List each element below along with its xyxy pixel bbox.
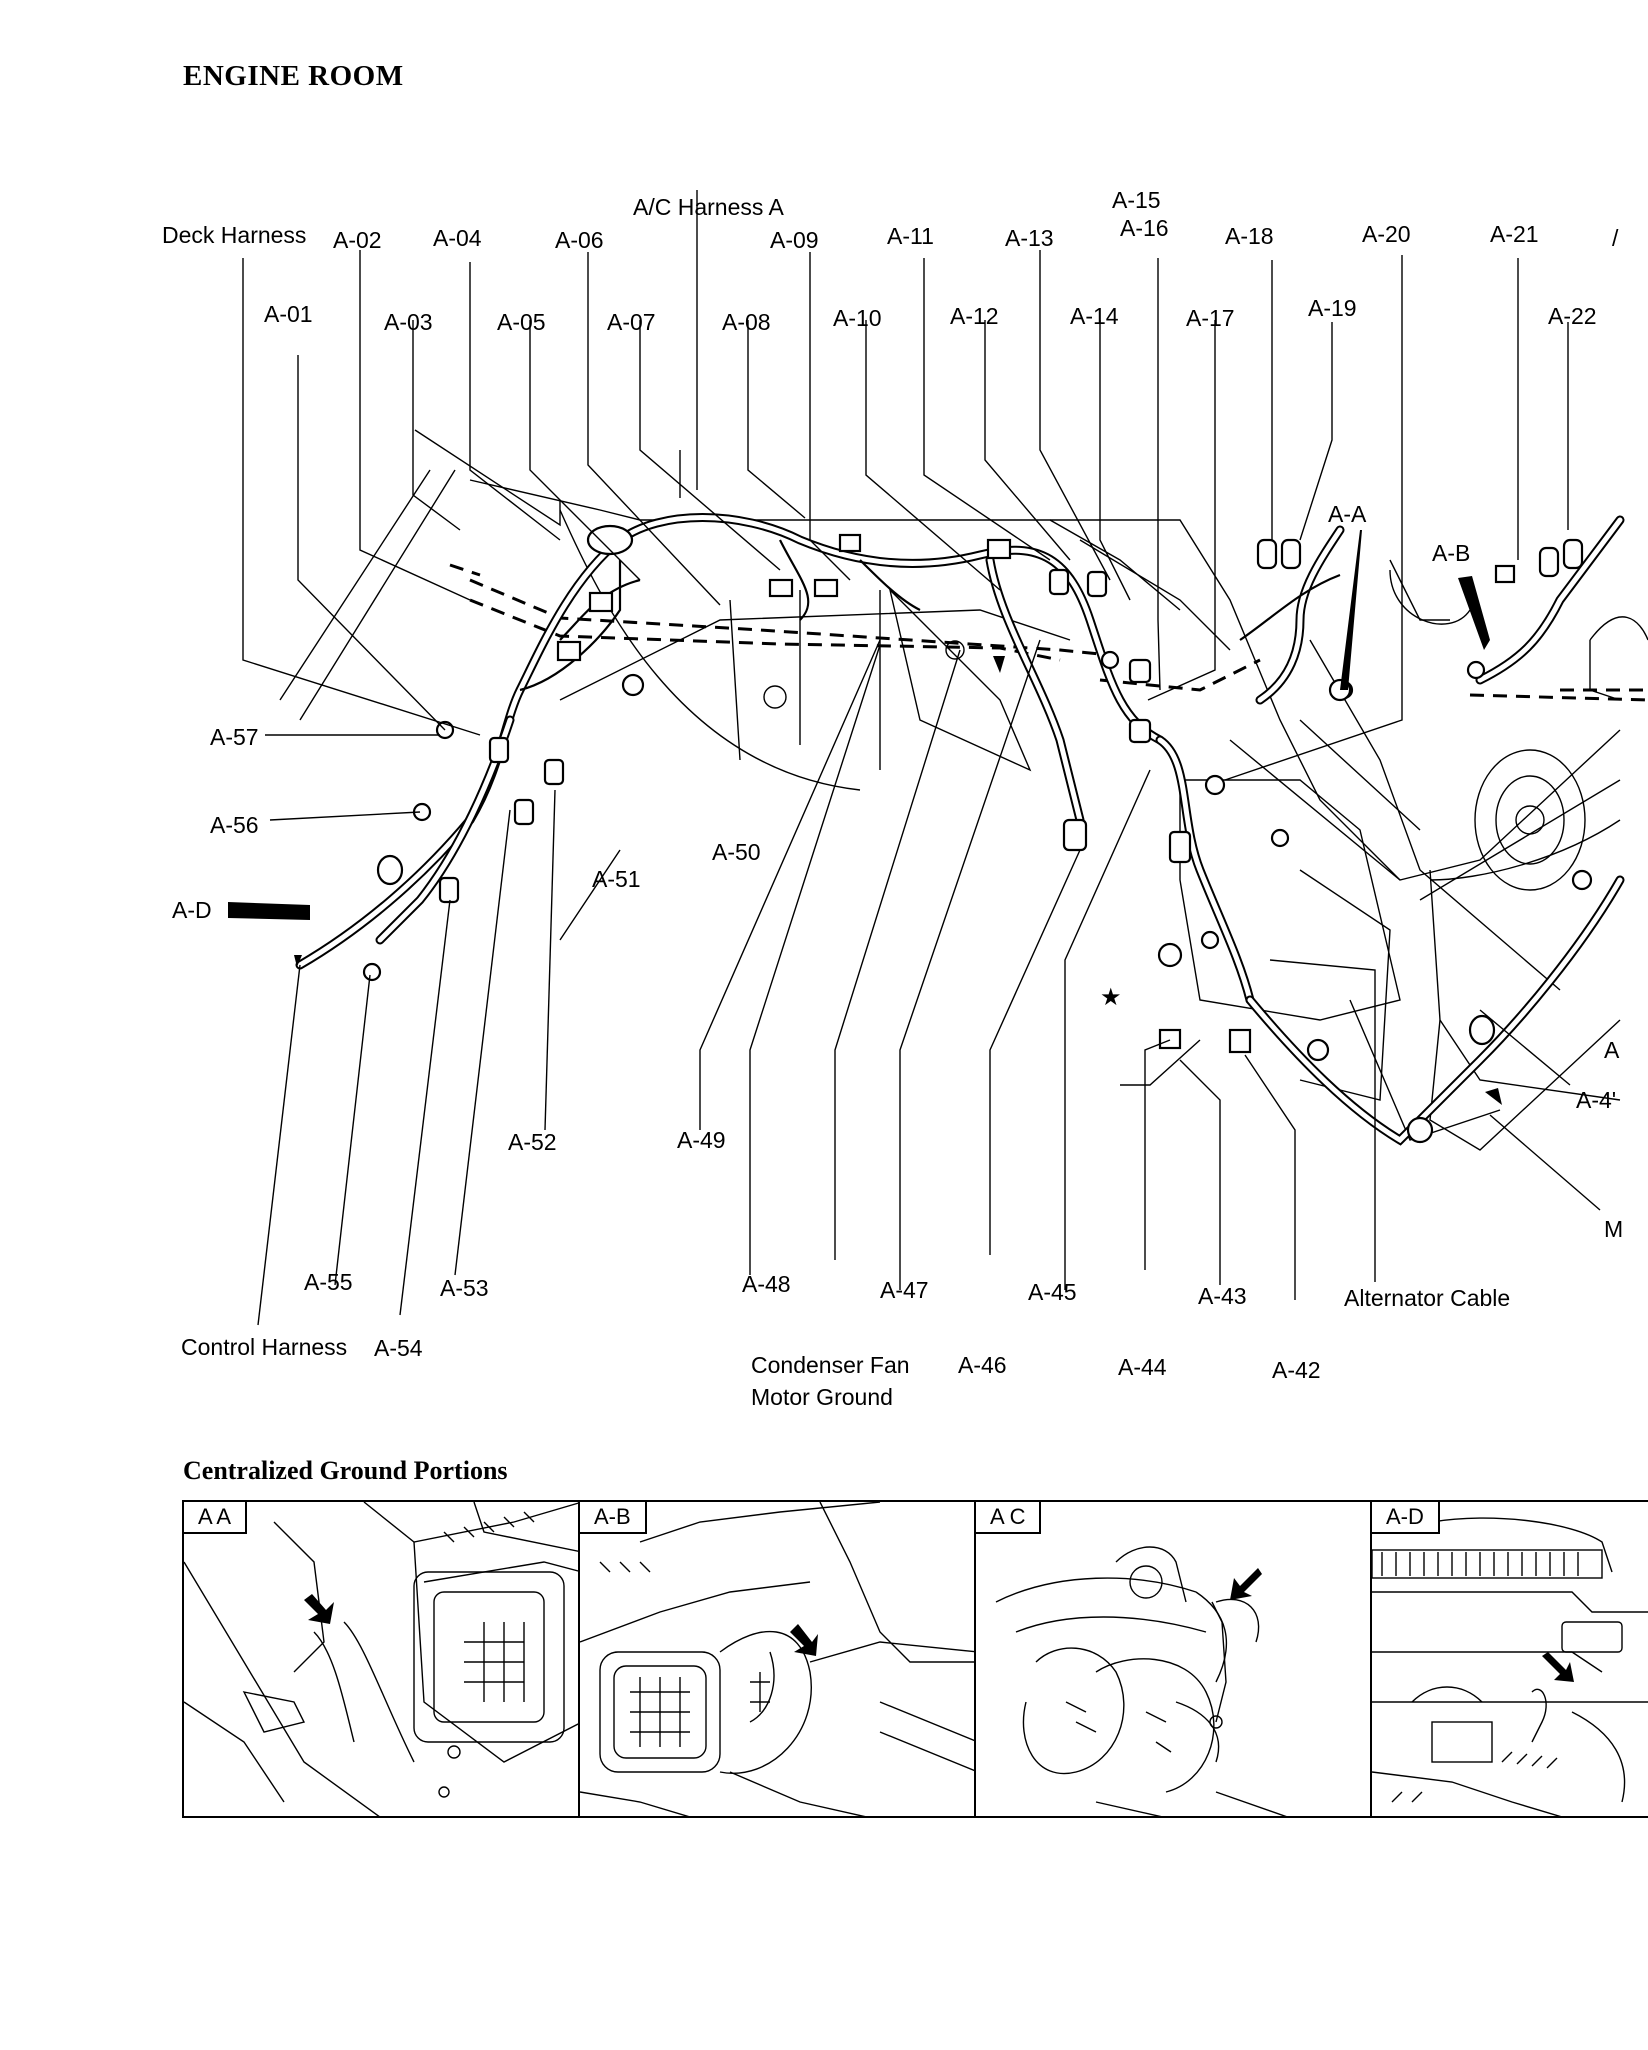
label-a55: A-55 <box>304 1269 353 1295</box>
ground-panel-a-c: A C <box>974 1500 1372 1818</box>
label-a50: A-50 <box>712 839 761 865</box>
label-a54: A-54 <box>374 1335 423 1361</box>
panel-tag-a-d: A-D <box>1372 1502 1440 1534</box>
label-a42: A-42 <box>1272 1357 1321 1383</box>
label-a57: A-57 <box>210 724 259 750</box>
label-a06: A-06 <box>555 227 604 253</box>
ground-panel-a-d: A-D <box>1370 1500 1648 1818</box>
page-title: ENGINE ROOM <box>183 60 404 92</box>
ground-panel-a-b-drawing <box>580 1502 974 1816</box>
label-a11: A-11 <box>887 223 934 249</box>
ground-panel-a-b: A-B <box>578 1500 976 1818</box>
label-a46: A-46 <box>958 1352 1007 1378</box>
label-a47: A-47 <box>880 1277 929 1303</box>
label-a05: A-05 <box>497 309 546 335</box>
label-a19: A-19 <box>1308 295 1357 321</box>
label-a21: A-21 <box>1490 221 1539 247</box>
label-a48: A-48 <box>742 1271 791 1297</box>
label-a04: A-04 <box>433 225 482 251</box>
label-a43: A-43 <box>1198 1283 1247 1309</box>
label-a13: A-13 <box>1005 225 1054 251</box>
ground-panel-a-a-drawing <box>184 1502 578 1816</box>
wire-harness-bundles <box>295 513 1625 1146</box>
engine-room-diagram: ★ <box>162 187 1648 1410</box>
panel-tag-a-c: A C <box>976 1502 1042 1534</box>
label-ac-harness-a: A/C Harness A <box>633 194 784 220</box>
label-edge-a: A <box>1604 1037 1620 1063</box>
label-a08: A-08 <box>722 309 771 335</box>
label-a41: A-4' <box>1576 1087 1616 1113</box>
label-edge-slash: / <box>1612 225 1619 251</box>
label-a12: A-12 <box>950 303 999 329</box>
panel-tag-a-b: A-B <box>580 1502 647 1534</box>
label-ground-a: A-A <box>1328 501 1367 527</box>
section-subtitle: Centralized Ground Portions <box>183 1456 508 1485</box>
label-a01: A-01 <box>264 301 313 327</box>
label-a09: A-09 <box>770 227 819 253</box>
label-a02: A-02 <box>333 227 382 253</box>
label-edge-m: M <box>1604 1216 1623 1242</box>
label-a10: A-10 <box>833 305 882 331</box>
label-a22: A-22 <box>1548 303 1597 329</box>
label-a03: A-03 <box>384 309 433 335</box>
label-a20: A-20 <box>1362 221 1411 247</box>
label-a56: A-56 <box>210 812 259 838</box>
ground-arrows <box>228 530 1502 1105</box>
label-condenser-fan-2: Motor Ground <box>751 1384 893 1410</box>
label-ground-b: A-B <box>1432 540 1470 566</box>
label-deck-harness: Deck Harness <box>162 222 306 248</box>
label-a16: A-16 <box>1120 215 1169 241</box>
star-marker: ★ <box>1100 984 1122 1011</box>
label-a52: A-52 <box>508 1129 557 1155</box>
label-a49: A-49 <box>677 1127 726 1153</box>
ground-panel-a-a: A A <box>182 1500 580 1818</box>
label-a14: A-14 <box>1070 303 1119 329</box>
label-a07: A-07 <box>607 309 656 335</box>
label-a15: A-15 <box>1112 187 1161 213</box>
leader-lines <box>242 190 1601 1326</box>
label-a45: A-45 <box>1028 1279 1077 1305</box>
label-a53: A-53 <box>440 1275 489 1301</box>
label-ground-d: A-D <box>172 897 212 923</box>
label-a17: A-17 <box>1186 305 1235 331</box>
label-a18: A-18 <box>1225 223 1274 249</box>
panel-tag-a-a: A A <box>184 1502 248 1534</box>
label-control-harness: Control Harness <box>181 1334 347 1360</box>
ground-panel-a-c-drawing <box>995 1546 1287 1816</box>
vehicle-outline <box>279 429 1648 1151</box>
label-alternator-cable: Alternator Cable <box>1344 1285 1510 1311</box>
label-a44: A-44 <box>1118 1354 1167 1380</box>
label-a51: A-51 <box>592 866 641 892</box>
callout-labels: Deck Harness A/C Harness A A-01 A-02 A-0… <box>162 187 1623 1410</box>
label-condenser-fan-1: Condenser Fan <box>751 1352 910 1378</box>
ground-panel-a-d-drawing <box>1372 1517 1648 1816</box>
